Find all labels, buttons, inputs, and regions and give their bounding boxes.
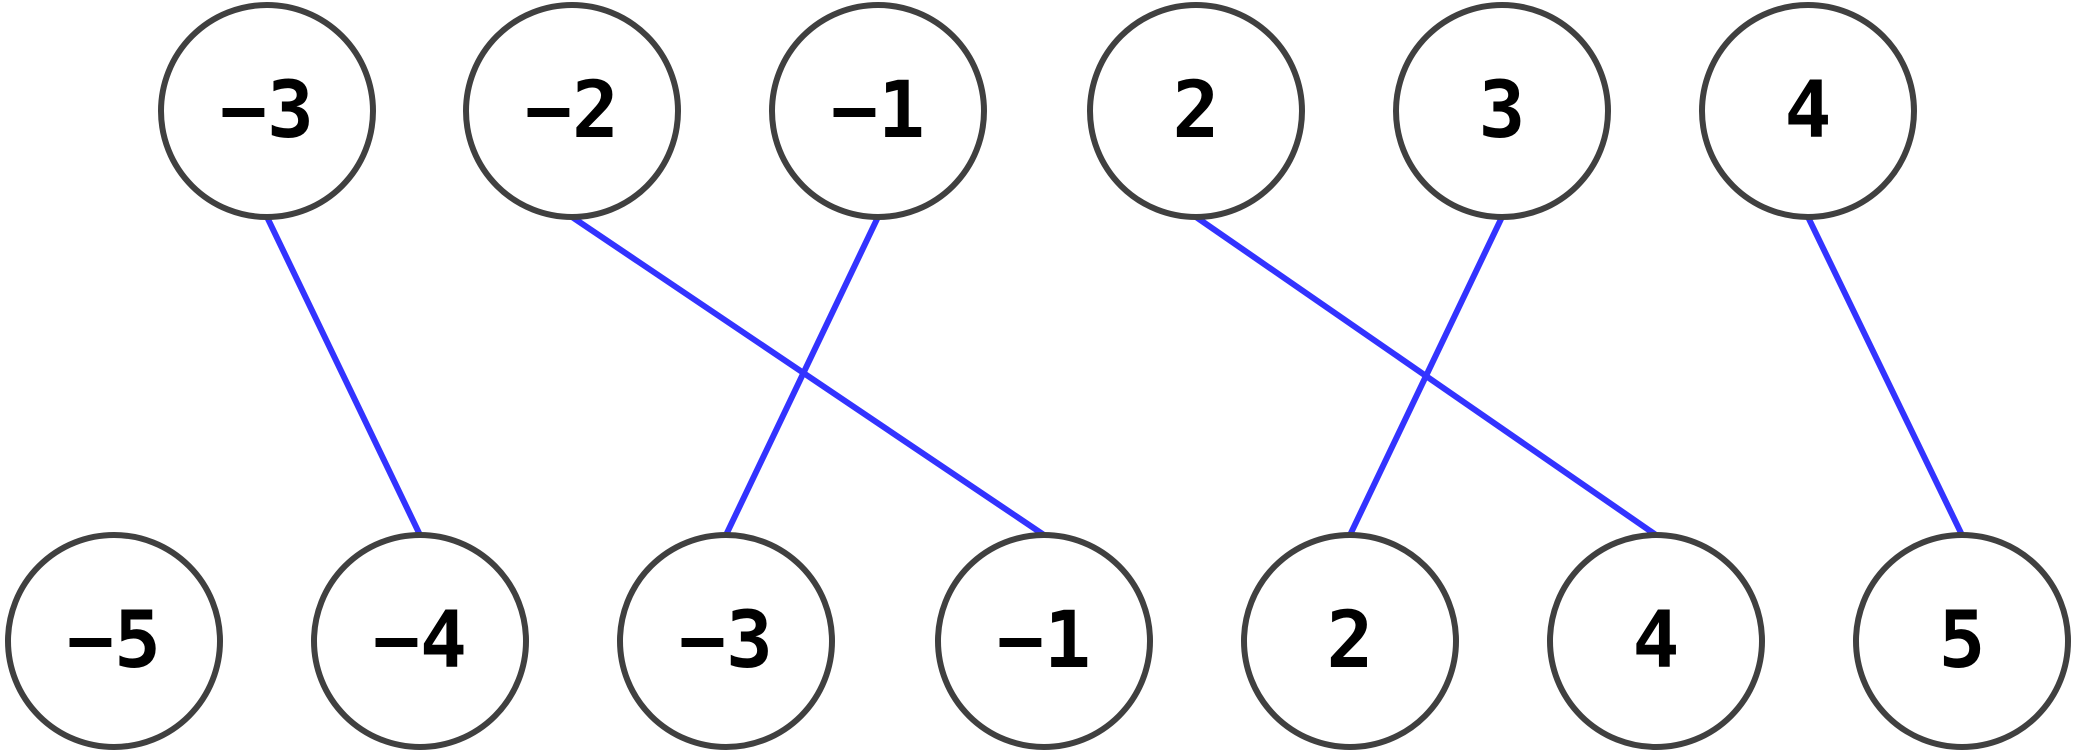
top-node: −1 [769,2,987,220]
node-label: 4 [1633,596,1680,686]
node-circle [769,2,987,220]
edge-line [264,215,423,537]
node-circle [1087,2,1305,220]
node-label: 2 [1327,596,1374,686]
top-node: 4 [1699,2,1917,220]
node-circle [1393,2,1611,220]
node-label: −4 [373,596,467,686]
bottom-node: 5 [1853,532,2071,750]
node-circle [1699,2,1917,220]
node-label: −1 [997,596,1091,686]
edge-line [1347,215,1505,537]
top-node: 3 [1393,2,1611,220]
edge-line [570,214,1046,538]
node-label: −3 [679,596,773,686]
bottom-node: −5 [5,532,223,750]
node-label: 2 [1173,66,1220,156]
node-circle [5,532,223,750]
bottom-node: 4 [1547,532,1765,750]
top-row-nodes: −3 −2 −1 2 3 4 [158,2,1917,220]
node-circle [617,532,835,750]
top-node: 2 [1087,2,1305,220]
node-label: 3 [1479,66,1526,156]
top-node: −2 [463,2,681,220]
node-circle [311,532,529,750]
node-circle [158,2,376,220]
bottom-node: −4 [311,532,529,750]
node-label: −5 [67,596,161,686]
node-label: 4 [1785,66,1832,156]
node-label: −3 [220,66,314,156]
bottom-row-nodes: −5 −4 −3 −1 2 4 5 [5,532,2071,750]
edge-line [723,215,881,537]
node-circle [1547,532,1765,750]
node-circle [1853,532,2071,750]
node-label: 5 [1939,596,1986,686]
node-label: −1 [831,66,925,156]
edges-layer [264,214,1965,538]
node-circle [935,532,1153,750]
edge-line [1805,215,1965,537]
node-circle [463,2,681,220]
bottom-node: 2 [1241,532,1459,750]
node-circle [1241,532,1459,750]
bottom-node: −3 [617,532,835,750]
bottom-node: −1 [935,532,1153,750]
node-label: −2 [525,66,619,156]
top-node: −3 [158,2,376,220]
